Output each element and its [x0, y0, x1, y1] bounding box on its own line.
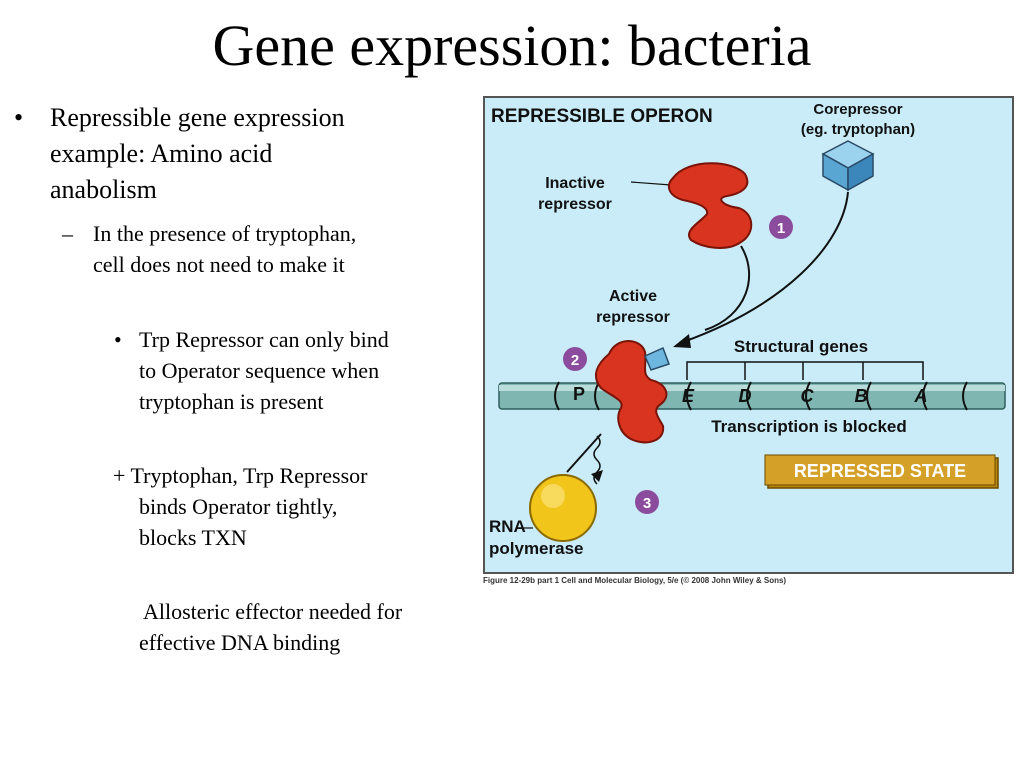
rna-polymerase-shape	[529, 474, 597, 542]
tryptophan-cube-icon	[821, 140, 875, 192]
gene-c-label: C	[801, 386, 815, 406]
step-2-number: 2	[571, 352, 579, 369]
gene-a-label: A	[914, 386, 928, 406]
repressible-operon-figure: REPRESSIBLE OPERON Corepressor (eg. tryp…	[483, 96, 1014, 574]
note-allosteric-effector: Allosteric effector needed for effective…	[139, 596, 402, 658]
polymerase-highlight	[541, 484, 565, 508]
structural-genes-bracket	[686, 361, 924, 380]
note-line: effective DNA binding	[139, 630, 341, 655]
repressed-state-label: REPRESSED STATE	[794, 461, 966, 481]
gene-d-label: D	[739, 386, 752, 406]
bullet-line: example: Amino acid	[50, 139, 273, 168]
note-tryptophan-binds: + Tryptophan, Trp Repressor binds Operat…	[113, 460, 367, 553]
gene-b-label: B	[855, 386, 868, 406]
active-repressor-label: Active	[609, 288, 657, 305]
structural-genes-label: Structural genes	[734, 337, 868, 356]
subsubbullet-line: Trp Repressor can only bind	[139, 327, 389, 352]
dna-highlight	[499, 385, 1005, 391]
corepressor-binding-arrow	[682, 191, 849, 343]
step-2-badge	[563, 347, 587, 371]
figure-caption: Figure 12-29b part 1 Cell and Molecular …	[483, 576, 787, 585]
note-line: blocks TXN	[139, 525, 247, 550]
inactive-repressor-leader-line	[630, 181, 672, 186]
gene-e-label: E	[682, 386, 695, 406]
step-1-badge	[769, 215, 793, 239]
rna-polymerase-label: RNA	[489, 517, 526, 536]
slide-title: Gene expression: bacteria	[212, 13, 812, 78]
arrowhead-icon	[673, 334, 691, 348]
subsubbullet-line: tryptophan is present	[139, 389, 324, 414]
inactive-repressor-label-line2: repressor	[538, 196, 612, 213]
bullet-marker: •	[14, 103, 24, 132]
subbullet-tryptophan-presence: In the presence of tryptophan, cell does…	[93, 218, 356, 280]
repressed-state-badge-face	[764, 454, 996, 486]
step-1-number: 1	[777, 220, 785, 237]
subbullet-line: In the presence of tryptophan,	[93, 221, 357, 246]
transcription-blocked-label: Transcription is blocked	[711, 417, 907, 436]
polymerase-tether	[566, 433, 602, 473]
inactive-repressor-shape	[667, 162, 753, 249]
bullet-line: anabolism	[50, 175, 157, 204]
inactive-repressor-label: Inactive	[545, 175, 605, 192]
bound-tryptophan-icon	[644, 346, 670, 371]
step-3-badge	[635, 490, 659, 514]
note-line: binds Operator tightly,	[139, 494, 338, 519]
bullet-amino-acid-anabolism: Repressible gene expression example: Ami…	[50, 100, 345, 208]
repressor-activation-arrow	[704, 245, 750, 331]
subsubbullet-marker: •	[114, 327, 122, 352]
subbullet-marker: –	[62, 221, 73, 246]
bullet-line: Repressible gene expression	[50, 103, 345, 132]
corepressor-example-label: (eg. tryptophan)	[801, 121, 915, 138]
figure-heading: REPRESSIBLE OPERON	[491, 106, 713, 127]
promoter-label: P	[573, 384, 585, 404]
active-repressor-label-line2: repressor	[596, 309, 670, 326]
active-repressor-shape	[594, 340, 668, 444]
subsubbullet-trp-repressor: Trp Repressor can only bind to Operator …	[139, 324, 389, 417]
subbullet-line: cell does not need to make it	[93, 252, 345, 277]
rna-polymerase-label-line2: polymerase	[489, 539, 584, 558]
subsubbullet-line: to Operator sequence when	[139, 358, 380, 383]
arrowhead-icon	[591, 470, 603, 482]
note-line: + Tryptophan, Trp Repressor	[113, 463, 368, 488]
note-line: Allosteric effector needed for	[143, 599, 403, 624]
step-3-number: 3	[643, 495, 651, 512]
corepressor-label: Corepressor	[813, 101, 902, 118]
